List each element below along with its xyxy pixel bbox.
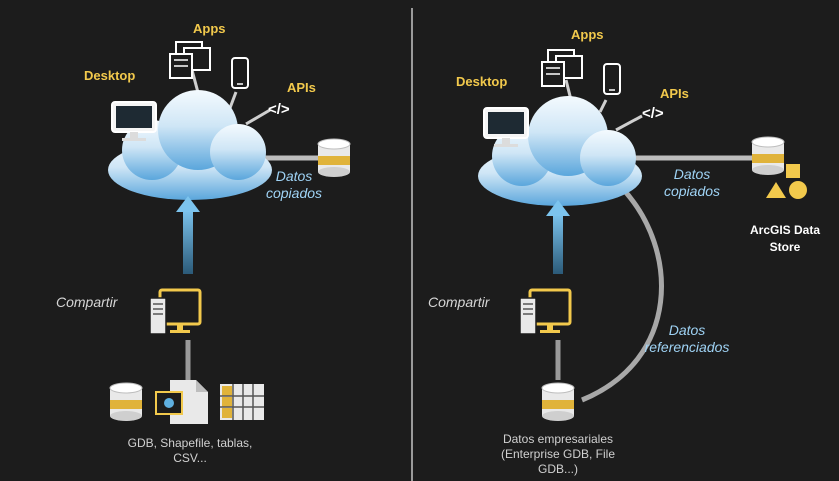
phone-icon	[603, 63, 621, 95]
desktop-label: Desktop	[84, 68, 136, 83]
share-label: Compartir	[56, 294, 118, 310]
left-panel: </>	[108, 41, 351, 424]
apps-windows-icon	[169, 41, 211, 79]
code-icon: </>	[268, 101, 290, 118]
database-icon	[751, 136, 785, 176]
left-sources-caption: GDB, Shapefile, tablas, CSV...	[127, 436, 253, 465]
reference-connector	[581, 186, 664, 403]
code-icon: </>	[642, 105, 664, 122]
referenced-data-label: Datos referenciados	[644, 322, 730, 355]
copied-data-label: Datos copiados	[265, 168, 323, 201]
arcgis-data-store-label: ArcGIS Data Store	[749, 223, 821, 254]
apps-windows-icon	[541, 49, 583, 87]
upload-arrow	[553, 214, 563, 274]
copied-data-label: Datos copiados	[663, 166, 721, 199]
right-panel: </>	[478, 49, 807, 422]
map-document-icon	[155, 380, 208, 424]
database-icon	[109, 382, 143, 422]
server-computer-icon	[148, 288, 202, 336]
database-icon	[541, 382, 575, 422]
upload-arrow	[183, 210, 193, 274]
apis-label: APIs	[287, 80, 316, 95]
desktop-label: Desktop	[456, 74, 508, 89]
enterprise-data-caption: Datos empresariales (Enterprise GDB, Fil…	[500, 432, 616, 476]
table-grid-icon	[220, 384, 264, 420]
apps-label: Apps	[193, 21, 226, 36]
apps-label: Apps	[571, 27, 604, 42]
share-label: Compartir	[428, 294, 490, 310]
server-computer-icon	[518, 288, 572, 336]
apis-label: APIs	[660, 86, 689, 101]
shapes-icon	[766, 164, 807, 199]
phone-icon	[231, 57, 249, 89]
